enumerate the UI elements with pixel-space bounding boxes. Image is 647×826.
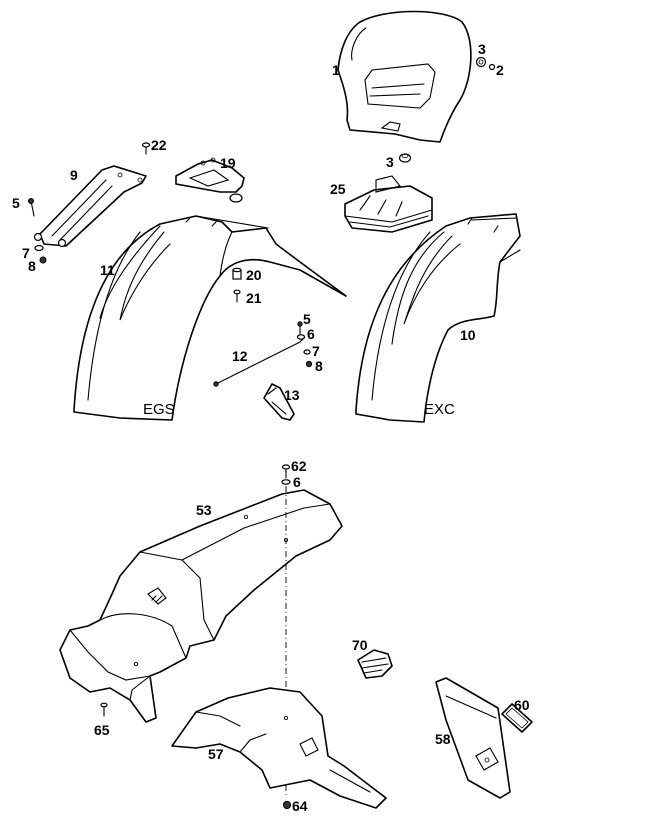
washer-7-left [34,244,44,252]
callout-2: 2 [496,62,504,78]
mounting-strap-9 [33,165,147,248]
bushing-20 [232,267,242,280]
screw-5-mid [297,321,303,335]
callout-62: 62 [291,458,307,474]
holder-plate-19 [175,157,245,203]
screw-62 [281,464,291,479]
callout-1: 1 [332,62,340,78]
screw-65 [100,702,108,717]
front-fender-egs-11 [73,215,347,421]
front-fender-exc-10 [355,213,521,423]
callout-70: 70 [352,637,368,653]
screw-5-left [28,198,35,217]
callout-64: 64 [292,798,308,814]
seal-frame-60 [501,703,533,733]
callout-21: 21 [246,290,262,306]
wire-stay-12 [213,337,305,387]
callout-20: 20 [246,267,262,283]
plate-bracket-25 [344,175,433,233]
screw-21 [233,289,241,303]
nut-8-left [39,256,47,264]
callout-57: 57 [208,746,224,762]
callout-7-left: 7 [22,245,30,261]
rear-lamp-70 [357,649,393,679]
callout-6-rear: 6 [293,474,301,490]
nut-64 [282,800,292,810]
callout-58: 58 [435,731,451,747]
callout-8-left: 8 [28,258,36,274]
bushing-3-mid [398,153,412,163]
headlight-mask [337,10,472,143]
screw-22 [141,142,151,155]
callout-6-mid: 6 [307,326,315,342]
variant-label-egs: EGS [143,401,175,418]
cable-guide-13 [263,383,295,421]
rear-mudflap-57 [171,687,387,809]
callout-22: 22 [151,137,167,153]
callout-5-mid: 5 [303,311,311,327]
callout-25: 25 [330,181,346,197]
nut-8-mid [305,360,313,368]
callout-3-mid: 3 [386,154,394,170]
nut-3-top [475,56,487,68]
plate-holder-58 [435,677,511,799]
callout-8-mid: 8 [315,358,323,374]
variant-label-exc: EXC [424,401,455,418]
callout-65: 65 [94,722,110,738]
callout-9: 9 [70,167,78,183]
washer-6-rear [281,479,291,485]
washer-2 [488,63,496,71]
callout-10: 10 [460,327,476,343]
callout-13: 13 [284,387,300,403]
callout-11: 11 [100,262,115,278]
rear-fender-53 [59,489,343,723]
callout-7-mid: 7 [312,343,320,359]
washer-7-mid [303,349,311,355]
callout-19: 19 [220,155,236,171]
callout-12: 12 [232,348,248,364]
washer-6-mid [296,334,306,340]
callout-53: 53 [196,502,212,518]
callout-3-top: 3 [478,41,486,57]
callout-5-left: 5 [12,195,20,211]
callout-60: 60 [514,697,530,713]
